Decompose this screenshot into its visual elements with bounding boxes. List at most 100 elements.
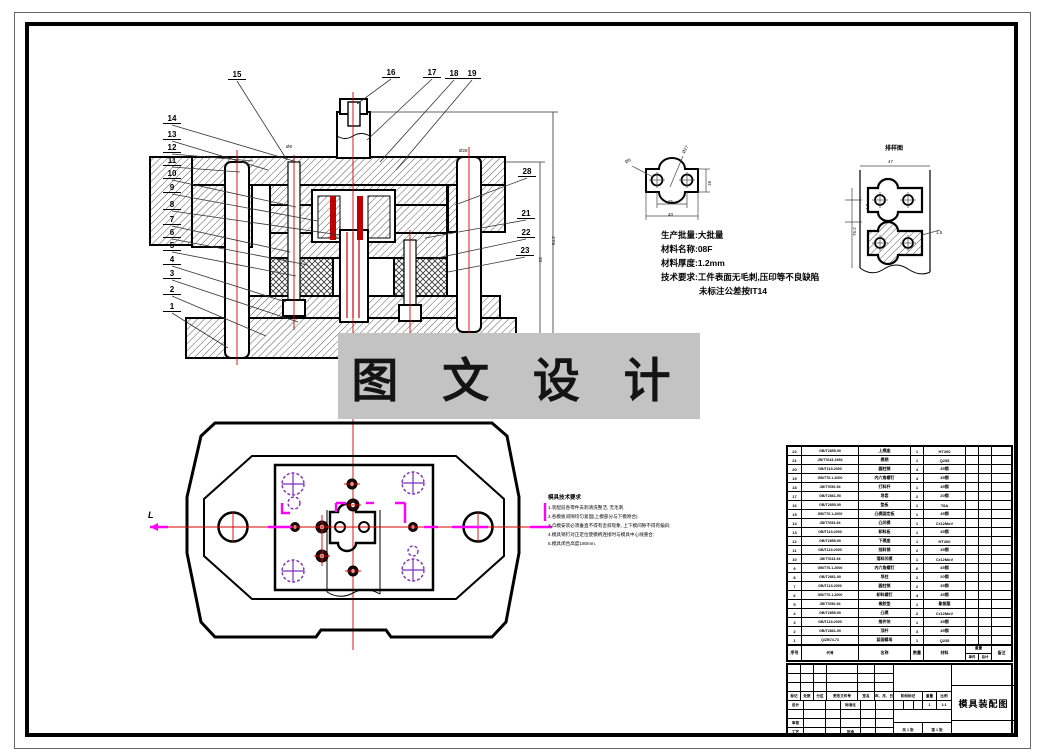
leader-line-10 xyxy=(171,179,297,208)
bom-cell-empty xyxy=(978,627,991,635)
bom-cell: 10 xyxy=(792,556,797,562)
bom-cell: 内六角螺钉 xyxy=(858,564,910,572)
bom-cell: 2 xyxy=(910,573,923,581)
note-line-5: 5.模具闭合高度180mm. xyxy=(548,541,596,546)
bom-cell-empty xyxy=(978,636,991,644)
bom-cell-empty xyxy=(965,582,978,590)
bom-cell-empty xyxy=(991,456,1011,464)
callout-28: 28 xyxy=(518,167,536,177)
bom-cell-empty xyxy=(965,465,978,473)
bom-cell-empty xyxy=(978,546,991,554)
bom-cell: 19 xyxy=(792,475,797,481)
weight-value: 1 xyxy=(923,701,937,710)
bom-cell-empty xyxy=(965,636,978,644)
bom-cell: 7 xyxy=(793,583,796,589)
bom-cell: 1 xyxy=(910,510,923,518)
bom-cell-empty xyxy=(991,582,1011,590)
callout-leader-lines xyxy=(171,78,528,349)
bom-cell-empty xyxy=(991,555,1011,563)
bom-cell: 45钢 xyxy=(923,510,965,518)
leader-line-16 xyxy=(356,78,392,105)
bom-cell-empty xyxy=(965,564,978,572)
bom-cell: 45钢 xyxy=(923,483,965,491)
part-dim-1: Ø27 xyxy=(681,144,690,155)
label-count: 处数 xyxy=(801,692,814,701)
bom-cell: 11 xyxy=(792,547,797,553)
callout-19: 19 xyxy=(463,69,481,79)
bom-cell-empty xyxy=(991,492,1011,500)
bom-header-cell: 数量 xyxy=(910,646,923,660)
bom-cell: 1 xyxy=(910,456,923,464)
bom-cell: Cr12MoV xyxy=(923,519,965,527)
bom-cell: 圆柱销 xyxy=(858,465,910,473)
bom-header-cell: 材料 xyxy=(923,646,965,660)
strip-layout-drawing xyxy=(845,165,941,275)
bom-cell: 1 xyxy=(910,555,923,563)
bom-cell: 打料杆 xyxy=(858,483,910,491)
callout-7: 7 xyxy=(163,215,181,225)
plan-view-magenta-marks xyxy=(150,501,552,531)
callout-5: 5 xyxy=(163,241,181,251)
bom-cell: 45钢 xyxy=(923,591,965,599)
drawing-title: 模具装配图 xyxy=(952,686,1015,721)
strip-dim-0: 47 xyxy=(888,159,894,164)
section-letter-label: L xyxy=(148,510,154,520)
bom-cell: GB/T2861-90 xyxy=(801,492,858,500)
bom-cell-empty xyxy=(965,600,978,608)
bom-cell: GB/T2855-90 xyxy=(801,447,858,455)
watermark-band: 图 文 设 计 xyxy=(338,333,700,419)
bom-cell: 凸模 xyxy=(858,609,910,617)
callout-18: 18 xyxy=(445,69,463,79)
bom-cell: 卸料螺钉 xyxy=(858,591,910,599)
sheet-total: 共 1 张 xyxy=(894,723,923,737)
bom-cell-empty xyxy=(991,609,1011,617)
bom-cell: GB/T2855-90 xyxy=(801,609,858,617)
bom-cell: 1 xyxy=(910,618,923,626)
bom-cell: 1 xyxy=(910,600,923,608)
total-label: 总计 xyxy=(978,653,991,660)
leader-line-15 xyxy=(236,80,288,161)
bom-cell: JB/T7643-1994 xyxy=(801,456,858,464)
callout-12: 12 xyxy=(163,143,181,153)
bom-cell-empty xyxy=(965,456,978,464)
leader-line-23 xyxy=(447,256,526,273)
label-mark: 标记 xyxy=(788,692,801,701)
bom-cell: 模柄 xyxy=(858,456,910,464)
leader-line-22 xyxy=(427,238,527,261)
bom-cell-empty xyxy=(978,456,991,464)
bom-header-cell: 序号 xyxy=(790,650,799,655)
bom-cell: 1 xyxy=(910,483,923,491)
bom-cell-empty xyxy=(991,447,1011,455)
leader-line-21 xyxy=(424,219,527,239)
notes-lines: 1.装配前各零件去刺清洗整洁, 无毛刺.2.各模板间隙均匀紧固(上模部分与下模吻… xyxy=(548,503,748,548)
label-change-doc: 更改文件号 xyxy=(827,692,858,701)
bom-cell: 3 xyxy=(910,627,923,635)
bom-cell: 1 xyxy=(910,519,923,527)
bom-cell: 4 xyxy=(910,474,923,482)
notes-block: 模具技术要求 1.装配前各零件去刺清洗整洁, 无毛刺.2.各模板间隙均匀紧固(上… xyxy=(548,494,748,548)
bom-cell-empty xyxy=(991,528,1011,536)
bom-cell-empty xyxy=(991,501,1011,509)
bom-cell: GB/T119-2000 xyxy=(801,582,858,590)
bom-cell-empty xyxy=(991,519,1011,527)
section-dim-3: 84.2 xyxy=(551,236,556,245)
label-weight: 重量 xyxy=(923,692,937,701)
callout-4: 4 xyxy=(163,255,181,265)
spec-line-2: 材料名称:08F xyxy=(661,244,713,254)
bom-cell: 凸模固定板 xyxy=(858,510,910,518)
label-check: 审核 xyxy=(788,719,804,728)
bom-cell: JB/T7643-94 xyxy=(801,555,858,563)
part-dim-4: 18 xyxy=(707,180,712,186)
bom-cell: 1 xyxy=(910,501,923,509)
bom-cell-empty xyxy=(991,546,1011,554)
callout-15: 15 xyxy=(228,70,246,80)
leader-line-14 xyxy=(171,124,298,163)
bom-cell-empty xyxy=(965,528,978,536)
bom-cell-empty xyxy=(965,537,978,545)
